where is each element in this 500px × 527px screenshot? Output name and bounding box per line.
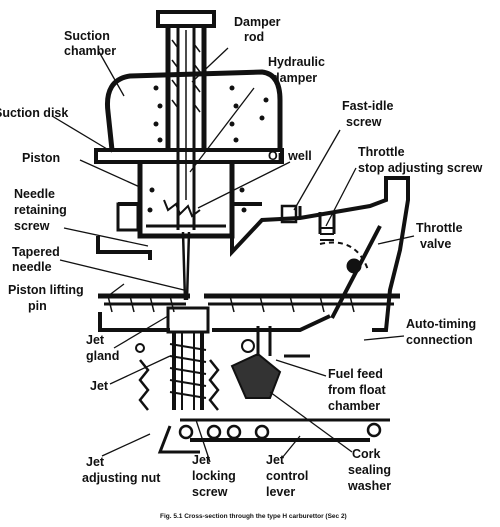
svg-text:Oil well: Oil well bbox=[268, 149, 312, 163]
svg-text:screw: screw bbox=[14, 219, 50, 233]
label-suction-disk: Suction disk bbox=[0, 106, 68, 120]
svg-text:Damper: Damper bbox=[234, 15, 281, 29]
svg-text:rod: rod bbox=[244, 30, 264, 44]
label-cork-sealing-washer: Cork sealing washer bbox=[347, 447, 391, 493]
svg-text:chamber: chamber bbox=[64, 44, 116, 58]
leader-lines bbox=[51, 47, 415, 463]
label-piston-lifting-pin: Piston lifting pin bbox=[8, 283, 84, 313]
svg-text:Piston lifting: Piston lifting bbox=[8, 283, 84, 297]
svg-text:washer: washer bbox=[347, 479, 391, 493]
label-piston: Piston bbox=[22, 151, 60, 165]
label-damper-rod: Damper rod bbox=[234, 15, 281, 44]
svg-text:Throttle: Throttle bbox=[416, 221, 463, 235]
label-fuel-feed: Fuel feed from float chamber bbox=[328, 367, 386, 413]
svg-text:Throttle: Throttle bbox=[358, 145, 405, 159]
label-jet-locking-screw: Jet locking screw bbox=[192, 453, 236, 499]
svg-text:Auto-timing: Auto-timing bbox=[406, 317, 476, 331]
svg-text:sealing: sealing bbox=[348, 463, 391, 477]
svg-text:pin: pin bbox=[28, 299, 47, 313]
fuel-feed-drawing bbox=[230, 326, 310, 399]
svg-text:Fast-idle: Fast-idle bbox=[342, 99, 393, 113]
svg-text:chamber: chamber bbox=[328, 399, 380, 413]
jet-control-linkage bbox=[157, 418, 390, 454]
label-needle-retaining-screw: Needle retaining screw bbox=[14, 187, 67, 233]
svg-text:retaining: retaining bbox=[14, 203, 67, 217]
label-hydraulic-damper: Hydraulic damper bbox=[268, 55, 325, 85]
svg-text:Jet: Jet bbox=[86, 455, 105, 469]
label-auto-timing-connection: Auto-timing connection bbox=[406, 317, 476, 347]
label-jet-control-lever: Jet control lever bbox=[266, 453, 308, 499]
svg-text:Cork: Cork bbox=[352, 447, 381, 461]
svg-text:needle: needle bbox=[12, 260, 52, 274]
svg-text:Hydraulic: Hydraulic bbox=[268, 55, 325, 69]
svg-text:Jet: Jet bbox=[266, 453, 285, 467]
svg-text:Needle: Needle bbox=[14, 187, 55, 201]
figure-caption: Fig. 5.1 Cross-section through the type … bbox=[160, 513, 347, 520]
label-fast-idle-screw: Fast-idle screw bbox=[342, 99, 393, 129]
svg-text:valve: valve bbox=[420, 237, 451, 251]
screws-drawing bbox=[280, 204, 334, 241]
label-jet-gland: Jet gland bbox=[86, 333, 119, 363]
suction-chamber-body bbox=[94, 69, 284, 164]
svg-text:connection: connection bbox=[406, 333, 473, 347]
svg-text:Suction disk: Suction disk bbox=[0, 106, 68, 120]
svg-text:gland: gland bbox=[86, 349, 119, 363]
jet-assembly-drawing bbox=[135, 306, 255, 411]
tapered-needle-drawing bbox=[181, 231, 191, 301]
label-suction-chamber: Suction chamber bbox=[64, 29, 116, 58]
label-jet-adjusting-nut: Jet adjusting nut bbox=[82, 455, 161, 485]
svg-text:lever: lever bbox=[266, 485, 295, 499]
spring-dots bbox=[147, 85, 269, 213]
svg-text:screw: screw bbox=[346, 115, 382, 129]
svg-text:control: control bbox=[266, 469, 308, 483]
label-oil-well: Oil well bbox=[268, 149, 312, 163]
svg-text:Jet: Jet bbox=[192, 453, 211, 467]
svg-text:Jet: Jet bbox=[90, 379, 109, 393]
svg-text:Jet: Jet bbox=[86, 333, 105, 347]
label-throttle-stop: Throttle stop adjusting screw bbox=[358, 145, 483, 175]
label-jet: Jet bbox=[90, 379, 109, 393]
svg-text:locking: locking bbox=[192, 469, 236, 483]
svg-text:Piston: Piston bbox=[22, 151, 60, 165]
label-throttle-valve: Throttle valve bbox=[416, 221, 463, 251]
piston-body bbox=[116, 162, 262, 239]
svg-text:Suction: Suction bbox=[64, 29, 110, 43]
svg-text:stop adjusting screw: stop adjusting screw bbox=[358, 161, 483, 175]
damper-tower bbox=[156, 10, 216, 230]
svg-text:adjusting nut: adjusting nut bbox=[82, 471, 161, 485]
throttle-valve-drawing bbox=[319, 225, 382, 319]
svg-text:from float: from float bbox=[328, 383, 386, 397]
label-tapered-needle: Tapered needle bbox=[12, 245, 60, 274]
svg-text:Fuel feed: Fuel feed bbox=[328, 367, 383, 381]
svg-text:Tapered: Tapered bbox=[12, 245, 60, 259]
carburettor-main-body bbox=[96, 176, 410, 332]
svg-text:damper: damper bbox=[272, 71, 317, 85]
svg-text:screw: screw bbox=[192, 485, 228, 499]
